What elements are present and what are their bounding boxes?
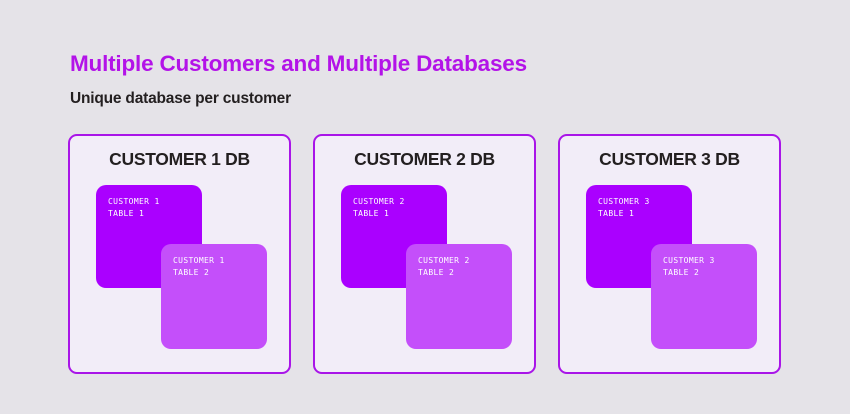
table-box-label: CUSTOMER 3 TABLE 2 — [663, 255, 715, 280]
table-box-customer-2-table-2: CUSTOMER 2 TABLE 2 — [406, 244, 512, 349]
table-box-label: CUSTOMER 1 TABLE 2 — [173, 255, 225, 280]
table-box-label-line2: TABLE 2 — [418, 268, 455, 278]
diagram-title: Multiple Customers and Multiple Database… — [70, 51, 527, 76]
table-box-label-line2: TABLE 1 — [108, 209, 145, 219]
database-panel-header: CUSTOMER 1 DB — [109, 149, 250, 169]
table-box-label-line2: TABLE 1 — [598, 209, 635, 219]
table-box-label-line1: CUSTOMER 1 — [173, 256, 225, 265]
database-panel-customer-2: CUSTOMER 2 DB CUSTOMER 2 TABLE 1 CUSTOME… — [313, 134, 536, 374]
table-box-label-line1: CUSTOMER 3 — [663, 256, 715, 265]
database-panel-customer-3: CUSTOMER 3 DB CUSTOMER 3 TABLE 1 CUSTOME… — [558, 134, 781, 374]
table-box-customer-1-table-1: CUSTOMER 1 TABLE 1 — [96, 185, 202, 288]
table-box-label-line1: CUSTOMER 2 — [353, 197, 405, 206]
database-panel-customer-1: CUSTOMER 1 DB CUSTOMER 1 TABLE 1 CUSTOME… — [68, 134, 291, 374]
table-box-label: CUSTOMER 1 TABLE 1 — [108, 196, 160, 221]
table-box-label: CUSTOMER 3 TABLE 1 — [598, 196, 650, 221]
table-box-label: CUSTOMER 2 TABLE 2 — [418, 255, 470, 280]
diagram-subtitle: Unique database per customer — [70, 90, 291, 107]
table-box-label-line1: CUSTOMER 1 — [108, 197, 160, 206]
table-box-label-line2: TABLE 2 — [663, 268, 700, 278]
database-panel-header: CUSTOMER 3 DB — [599, 149, 740, 169]
table-box-customer-3-table-2: CUSTOMER 3 TABLE 2 — [651, 244, 757, 349]
database-panel-header: CUSTOMER 2 DB — [354, 149, 495, 169]
table-box-label-line1: CUSTOMER 2 — [418, 256, 470, 265]
table-box-label: CUSTOMER 2 TABLE 1 — [353, 196, 405, 221]
table-box-label-line1: CUSTOMER 3 — [598, 197, 650, 206]
table-box-label-line2: TABLE 2 — [173, 268, 210, 278]
table-box-label-line2: TABLE 1 — [353, 209, 390, 219]
table-box-customer-1-table-2: CUSTOMER 1 TABLE 2 — [161, 244, 267, 349]
